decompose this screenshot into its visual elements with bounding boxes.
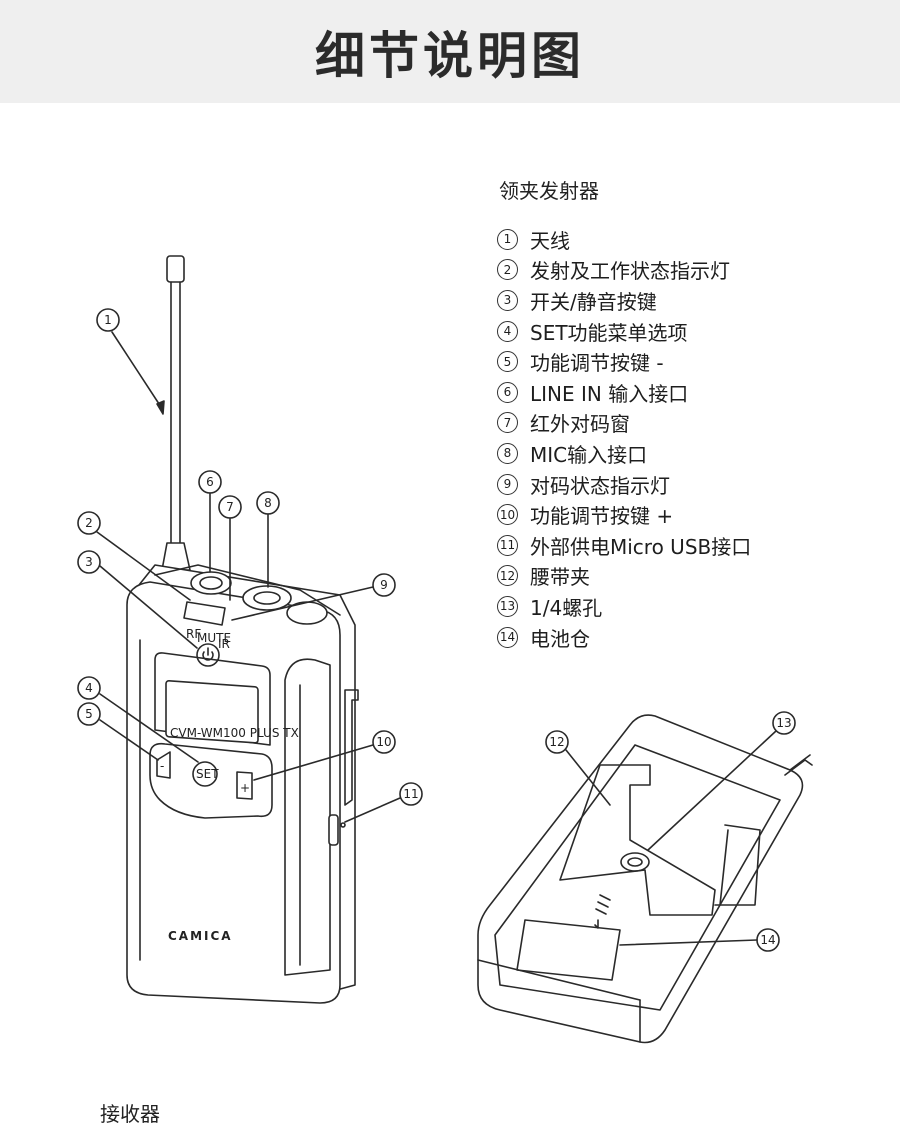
legend-item: 4 SET功能菜单选项 [497,316,751,347]
callout-4 [77,676,199,763]
legend-label: 电池仓 [530,626,590,651]
callout-3 [77,550,198,649]
callout-1-number: 1 [104,313,112,327]
legend-number: 11 [497,534,518,556]
legend-item: 12 腰带夹 [497,561,751,592]
page-title: 细节说明图 [315,26,585,85]
legend-item: 2 发射及工作状态指示灯 [497,255,751,286]
legend-item: 8 MIC输入接口 [497,438,751,469]
legend-item: 3 开关/静音按键 [497,285,751,316]
callout-2-number: 2 [85,516,93,530]
legend-item: 13 1/4螺孔 [497,591,751,622]
callout-6-number: 6 [206,475,214,489]
legend-item: 7 红外对码窗 [497,408,751,439]
legend-number: 1 [497,228,518,250]
legend-number: 14 [497,626,518,648]
callout-2 [77,511,191,601]
legend-label: LINE IN 输入接口 [530,381,689,406]
brand-logo: CAMICA [168,929,233,943]
callout-5 [77,702,159,761]
power-mute-button [196,643,220,667]
legend-label: 功能调节按键 - [530,351,664,376]
legend-label: 天线 [530,228,570,253]
ir-label: IR [218,637,230,651]
legend-item: 6 LINE IN 输入接口 [497,377,751,408]
legend-number: 9 [497,473,518,495]
legend-title: 领夹发射器 [499,179,599,203]
tripod-screw-hole [620,852,650,872]
callout-11 [344,782,423,823]
callout-9 [231,573,396,621]
legend-label: 腰带夹 [530,565,590,590]
legend-label: 1/4螺孔 [530,595,603,620]
minus-button-label: - [160,759,164,773]
callout-7-number: 7 [226,500,234,514]
legend-label: MIC输入接口 [530,442,648,467]
legend-item: 14 电池仓 [497,622,751,653]
model-label: CVM-WM100 PLUS TX [170,726,299,740]
footer-partial-heading: 接收器 [100,1102,160,1126]
antenna [161,255,191,571]
legend-number: 13 [497,595,518,617]
callout-6 [198,470,222,573]
legend-item: 1 天线 [497,224,751,255]
legend-label: SET功能菜单选项 [530,320,688,345]
callout-11-number: 11 [403,787,418,801]
callout-13-number: 13 [776,716,791,730]
legend-number: 10 [497,504,518,526]
parts-legend: 1 天线 2 发射及工作状态指示灯 3 开关/静音按键 4 SET功能菜单选项 5 功能调… [497,224,751,652]
callout-1 [96,308,165,415]
legend-label: 对码状态指示灯 [530,473,670,498]
callout-10-number: 10 [376,735,391,749]
legend-label: 功能调节按键 + [530,504,674,529]
set-button-label: SET [196,767,219,781]
battery-compartment [516,894,621,981]
control-pad [149,742,273,819]
legend-label: 红外对码窗 [530,412,630,437]
callout-7 [218,495,242,601]
callout-8 [256,491,280,588]
legend-number: 12 [497,565,518,587]
usb-port [328,689,359,846]
legend-item: 5 功能调节按键 - [497,346,751,377]
callout-13 [647,711,796,851]
legend-label: 开关/静音按键 [530,289,657,314]
callout-4-number: 4 [85,681,93,695]
legend-item: 10 功能调节按键 + [497,499,751,530]
legend-number: 7 [497,412,518,434]
plus-button-label: + [240,781,250,795]
belt-clip [559,764,761,916]
callout-8-number: 8 [264,496,272,510]
legend-number: 3 [497,289,518,311]
callout-9-number: 9 [380,578,388,592]
lcd-screen [154,652,271,746]
title-banner: 细节说明图 [0,0,900,103]
callout-10 [253,730,396,781]
legend-item: 9 对码状态指示灯 [497,469,751,500]
legend-number: 2 [497,259,518,281]
legend-label: 外部供电Micro USB接口 [530,534,752,559]
legend-number: 4 [497,320,518,342]
legend-number: 6 [497,381,518,403]
mute-label: MUTE [197,631,231,645]
back-view-body [477,714,813,1044]
legend-label: 发射及工作状态指示灯 [530,259,730,284]
legend-item: 11 外部供电Micro USB接口 [497,530,751,561]
callout-12-number: 12 [549,735,564,749]
callout-14-number: 14 [760,933,775,947]
callout-3-number: 3 [85,555,93,569]
callout-14 [619,928,780,952]
callout-12 [545,730,611,806]
legend-number: 5 [497,351,518,373]
rf-label: RF [186,627,201,641]
callout-5-number: 5 [85,707,93,721]
legend-number: 8 [497,442,518,464]
